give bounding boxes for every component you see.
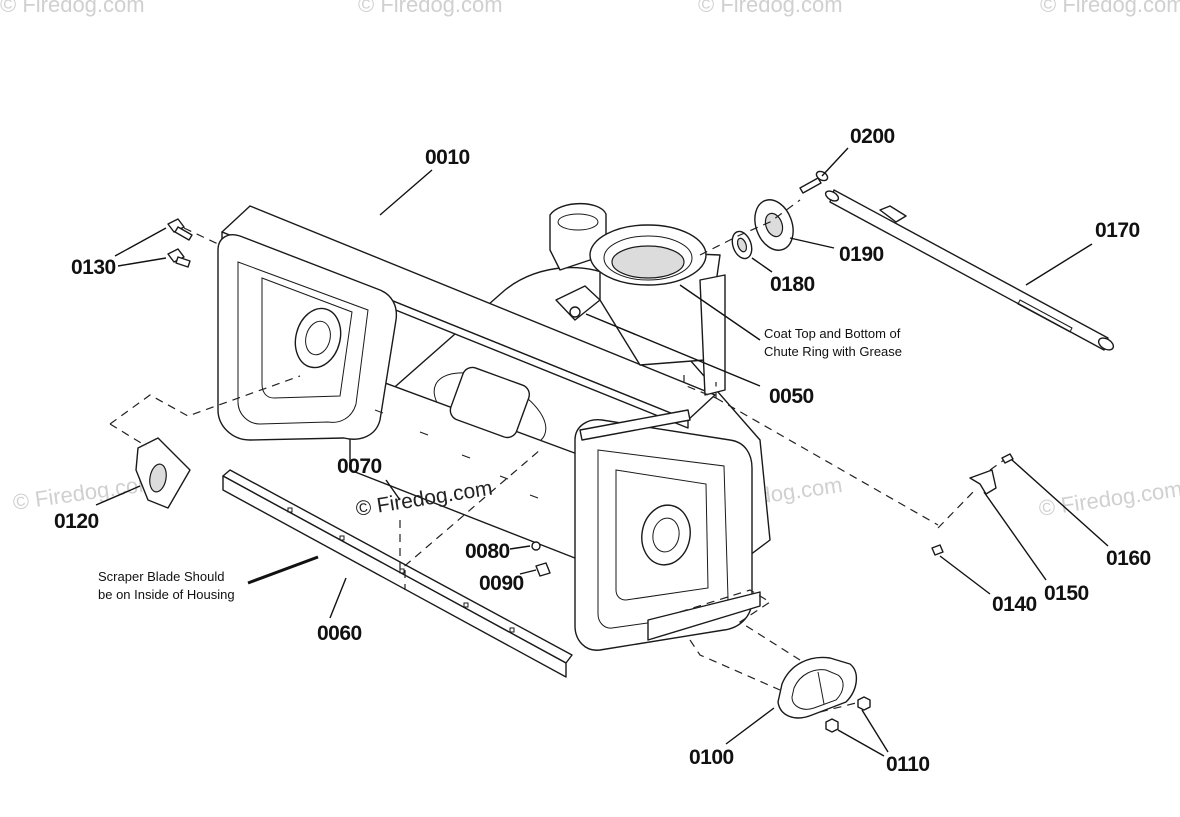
nuts-0110 [825,696,871,733]
callout-0140: 0140 [992,593,1037,616]
watermark-top-1: © Firedog.com [0,0,145,17]
scraper-note-line2: be on Inside of Housing [98,587,235,602]
callout-0060: 0060 [317,622,362,645]
chute-grease-note-line1: Coat Top and Bottom of [764,326,901,341]
callout-0160: 0160 [1106,547,1151,570]
callout-0170: 0170 [1095,219,1140,242]
bearing-flange-0120 [135,437,191,509]
hardware-0140-0160 [931,453,1014,556]
callout-0200: 0200 [850,125,895,148]
carriage-bolts-0130 [167,218,193,268]
assembly-dashed-lines [109,199,1005,713]
callout-0070: 0070 [337,455,382,478]
chute-adapter [549,203,726,396]
chute-grease-note-line2: Chute Ring with Grease [764,344,902,359]
watermark-top-2: © Firedog.com [358,0,503,17]
scraper-blade [222,469,573,678]
callout-labels: 0010 0050 0060 0070 0080 0090 0100 0110 … [54,125,1151,776]
end-cover-0100 [777,656,857,719]
watermark-top-4: © Firedog.com [1040,0,1180,17]
callout-0180: 0180 [770,273,815,296]
callout-0120: 0120 [54,510,99,533]
callout-0190: 0190 [839,243,884,266]
callout-0150: 0150 [1044,582,1089,605]
callout-0010: 0010 [425,146,470,169]
scraper-note-line1: Scraper Blade Should [98,569,224,584]
leader-lines [95,147,1109,757]
callout-0110: 0110 [886,753,930,776]
bearing-0180 [731,230,753,260]
callout-0090: 0090 [479,572,524,595]
watermark-left: © Firedog.com [11,470,158,515]
hardware-0080-0090 [531,541,551,577]
auger-shaft [824,189,1115,351]
assembly-notes: Coat Top and Bottom of Chute Ring with G… [98,326,902,602]
watermark-top-3: © Firedog.com [698,0,843,17]
watermark-right: © Firedog.com [1037,476,1180,521]
callout-0100: 0100 [689,746,734,769]
callout-0130: 0130 [71,256,116,279]
callout-0080: 0080 [465,540,510,563]
callout-0050: 0050 [769,385,814,408]
flange-0190 [754,199,794,251]
